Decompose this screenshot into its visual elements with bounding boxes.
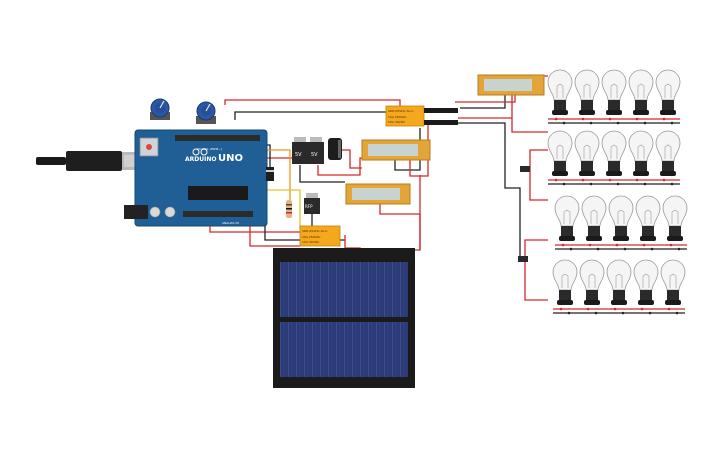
digital-label: DIGITAL (PWM~) <box>197 147 222 151</box>
regulator-1-label: 5V <box>295 152 302 158</box>
potentiometer-left[interactable] <box>150 98 170 120</box>
light-bulb[interactable] <box>547 130 573 186</box>
relay-bottom-rating2: 10A 30VDC <box>302 240 319 244</box>
arduino-board[interactable]: ARDUINO UNO DIGITAL (PWM~) ANALOG IN <box>124 129 268 227</box>
voltage-regulator-2[interactable]: 5V <box>308 137 324 164</box>
capacitor[interactable] <box>328 138 342 160</box>
light-bulb[interactable] <box>635 195 661 251</box>
light-bulb[interactable] <box>574 69 600 125</box>
relay-bottom-rating1: 10A 250VAC <box>302 235 321 239</box>
light-bulb[interactable] <box>655 69 681 125</box>
light-bulb[interactable] <box>581 195 607 251</box>
arduino-logo-text: ARDUINO <box>185 156 216 163</box>
light-bulb[interactable] <box>655 130 681 186</box>
arduino-model-text: UNO <box>218 153 243 164</box>
relay-top-rating1: 10A 250VAC <box>388 115 407 119</box>
lamp-wires <box>548 118 687 314</box>
light-bulb[interactable] <box>660 259 686 315</box>
voltage-regulator-1[interactable]: 5V <box>292 137 308 164</box>
light-bulb[interactable] <box>662 195 688 251</box>
light-bulb[interactable] <box>554 195 580 251</box>
mosfet[interactable]: RFP <box>304 193 320 214</box>
potentiometer-right[interactable] <box>196 101 216 124</box>
diode[interactable] <box>266 167 274 181</box>
switch-lower[interactable] <box>518 256 528 262</box>
regulator-2-label: 5V <box>311 152 318 158</box>
light-bulb[interactable] <box>608 195 634 251</box>
relay-bottom-title: SRD-05VDC-SL-C <box>302 229 327 233</box>
lcd-display-top[interactable] <box>477 74 545 96</box>
relay-top[interactable]: SRD-05VDC-SL-C 10A 250VAC 10A 30VDC <box>385 105 458 127</box>
resistor[interactable] <box>286 200 292 218</box>
lcd-display-middle[interactable] <box>361 139 431 161</box>
light-bulb[interactable] <box>628 69 654 125</box>
light-bulb[interactable] <box>552 259 578 315</box>
analog-label: ANALOG IN <box>222 221 239 225</box>
power-analog-header <box>183 211 253 217</box>
solar-panel[interactable] <box>273 248 415 388</box>
relay-bottom[interactable]: SRD-05VDC-SL-C 10A 250VAC 10A 30VDC <box>299 225 341 247</box>
usb-cable <box>36 151 148 171</box>
switch-upper[interactable] <box>520 166 530 172</box>
light-bulb[interactable] <box>601 130 627 186</box>
light-bulb[interactable] <box>633 259 659 315</box>
light-bulb[interactable] <box>628 130 654 186</box>
relay-top-title: SRD-05VDC-SL-C <box>388 109 413 113</box>
light-bulb[interactable] <box>579 259 605 315</box>
light-bulb[interactable] <box>601 69 627 125</box>
mosfet-label: RFP <box>305 204 313 209</box>
atmega-chip <box>188 186 248 200</box>
light-bulb[interactable] <box>574 130 600 186</box>
light-bulb[interactable] <box>606 259 632 315</box>
lamp-grid <box>547 69 688 315</box>
light-bulb[interactable] <box>547 69 573 125</box>
relay-top-rating2: 10A 30VDC <box>388 120 405 124</box>
digital-header <box>175 135 260 141</box>
lcd-display-lower[interactable] <box>345 183 411 205</box>
